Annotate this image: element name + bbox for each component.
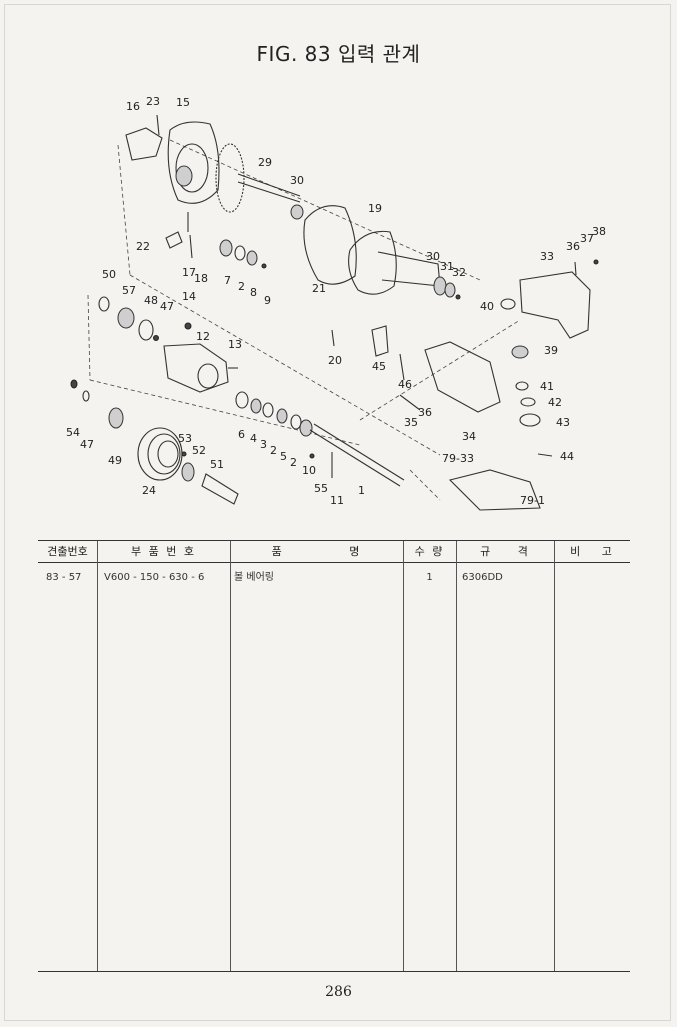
callout: 14 bbox=[182, 290, 196, 303]
callout: 13 bbox=[228, 338, 242, 351]
header-quantity: 수 량 bbox=[414, 545, 445, 558]
callout: 55 bbox=[314, 482, 328, 495]
header-ref-no: 견출번호 bbox=[47, 545, 88, 558]
exploded-parts-diagram: 16 23 15 29 30 19 22 17 18 7 2 8 9 21 30… bbox=[66, 95, 606, 511]
callout: 2 bbox=[270, 444, 277, 457]
page-border bbox=[4, 4, 671, 1021]
callout: 37 bbox=[580, 232, 594, 245]
callout: 36 bbox=[566, 240, 580, 253]
cell-part-no: V600 - 150 - 630 - 6 bbox=[104, 572, 205, 583]
callout: 15 bbox=[176, 96, 190, 109]
callout: 41 bbox=[540, 380, 554, 393]
callout: 53 bbox=[178, 432, 192, 445]
callout: 30 bbox=[290, 174, 304, 187]
callout: 43 bbox=[556, 416, 570, 429]
callout: 12 bbox=[196, 330, 210, 343]
column-divider bbox=[97, 541, 98, 971]
callout: 21 bbox=[312, 282, 326, 295]
callout: 4 bbox=[250, 432, 257, 445]
callout: 79-1 bbox=[520, 494, 545, 507]
cell-quantity: 1 bbox=[426, 572, 433, 583]
callout: 46 bbox=[398, 378, 412, 391]
callout: 8 bbox=[250, 286, 257, 299]
callout: 52 bbox=[192, 444, 206, 457]
table-header-rule bbox=[38, 562, 630, 563]
callout: 11 bbox=[330, 494, 344, 507]
column-divider bbox=[403, 541, 404, 971]
header-part-name: 품 명 bbox=[271, 545, 362, 558]
column-divider bbox=[230, 541, 231, 971]
callout: 50 bbox=[102, 268, 116, 281]
callout: 29 bbox=[258, 156, 272, 169]
callout: 3 bbox=[260, 438, 267, 451]
callout: 30 bbox=[426, 250, 440, 263]
callout: 24 bbox=[142, 484, 156, 497]
callout-labels: 16 23 15 29 30 19 22 17 18 7 2 8 9 21 30… bbox=[66, 95, 606, 507]
cell-part-name: 볼 베어링 bbox=[234, 572, 274, 583]
callout: 51 bbox=[210, 458, 224, 471]
callout: 31 bbox=[440, 260, 454, 273]
callout: 34 bbox=[462, 430, 476, 443]
callout: 1 bbox=[358, 484, 365, 497]
callout: 42 bbox=[548, 396, 562, 409]
callout: 17 bbox=[182, 266, 196, 279]
cell-spec: 6306DD bbox=[462, 572, 503, 583]
callout: 49 bbox=[108, 454, 122, 467]
callout: 10 bbox=[302, 464, 316, 477]
callout: 45 bbox=[372, 360, 386, 373]
callout: 47 bbox=[80, 438, 94, 451]
callout: 2 bbox=[290, 456, 297, 469]
column-divider bbox=[554, 541, 555, 971]
table-bottom-rule bbox=[38, 971, 630, 972]
table-top-rule bbox=[38, 540, 630, 541]
callout: 23 bbox=[146, 95, 160, 108]
callout: 18 bbox=[194, 272, 208, 285]
callout: 16 bbox=[126, 100, 140, 113]
callout: 47 bbox=[160, 300, 174, 313]
callout: 39 bbox=[544, 344, 558, 357]
callout: 79-33 bbox=[442, 452, 474, 465]
callout: 54 bbox=[66, 426, 80, 439]
callout: 40 bbox=[480, 300, 494, 313]
callout: 5 bbox=[280, 450, 287, 463]
callout: 48 bbox=[144, 294, 158, 307]
callout: 57 bbox=[122, 284, 136, 297]
header-remarks: 비 고 bbox=[570, 545, 614, 558]
callout: 44 bbox=[560, 450, 574, 463]
callout: 19 bbox=[368, 202, 382, 215]
header-spec: 규 격 bbox=[480, 545, 530, 558]
figure-title: FIG. 83 입력 관계 bbox=[256, 42, 421, 66]
callout: 6 bbox=[238, 428, 245, 441]
callout: 35 bbox=[404, 416, 418, 429]
callout: 36 bbox=[418, 406, 432, 419]
callout: 22 bbox=[136, 240, 150, 253]
column-divider bbox=[456, 541, 457, 971]
callout: 9 bbox=[264, 294, 271, 307]
cell-remarks bbox=[560, 570, 628, 586]
callout: 7 bbox=[224, 274, 231, 287]
page-number: 286 bbox=[325, 984, 352, 1000]
callout: 2 bbox=[238, 280, 245, 293]
callout: 33 bbox=[540, 250, 554, 263]
callout: 32 bbox=[452, 266, 466, 279]
header-part-no: 부 품 번 호 bbox=[131, 545, 196, 558]
cell-ref-no: 83 - 57 bbox=[46, 572, 82, 583]
callout: 20 bbox=[328, 354, 342, 367]
callout: 38 bbox=[592, 225, 606, 238]
